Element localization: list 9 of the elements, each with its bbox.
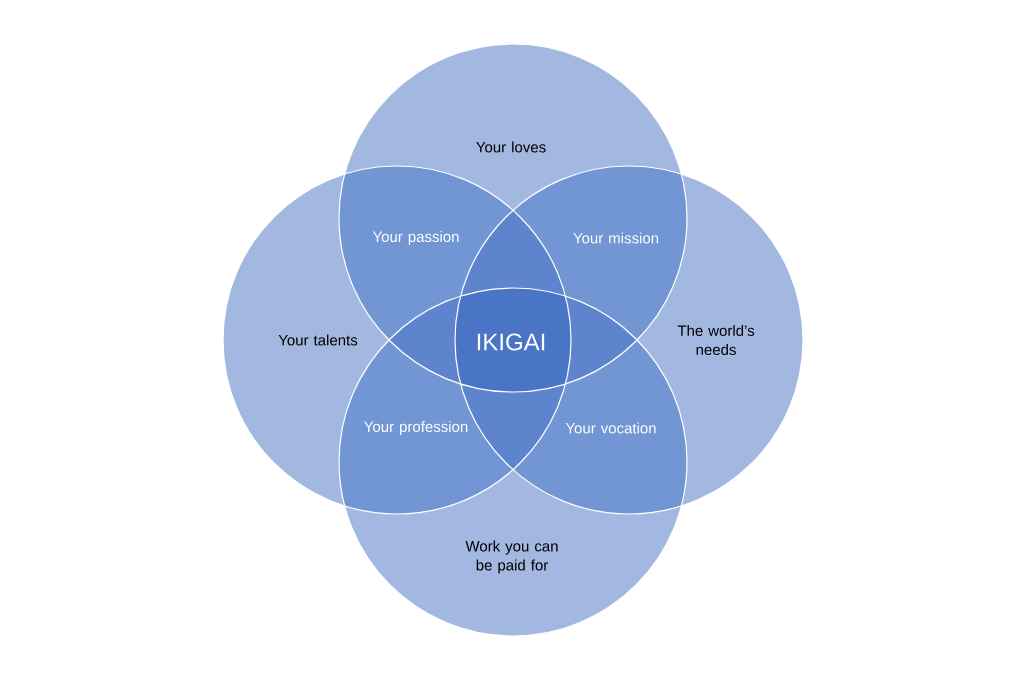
region-label: Your mission [573,232,659,244]
circle-label: The world’s needs [677,325,755,355]
region-label: Your vocation [565,422,656,434]
region-label: IKIGAI [477,333,545,351]
region-label: Your passion [372,231,459,245]
region-label: Your profession [364,421,468,435]
circle-label: Your talents [278,334,358,346]
circle-label: Your loves [476,141,546,153]
circle-label: Work you can be paid for [465,540,558,574]
